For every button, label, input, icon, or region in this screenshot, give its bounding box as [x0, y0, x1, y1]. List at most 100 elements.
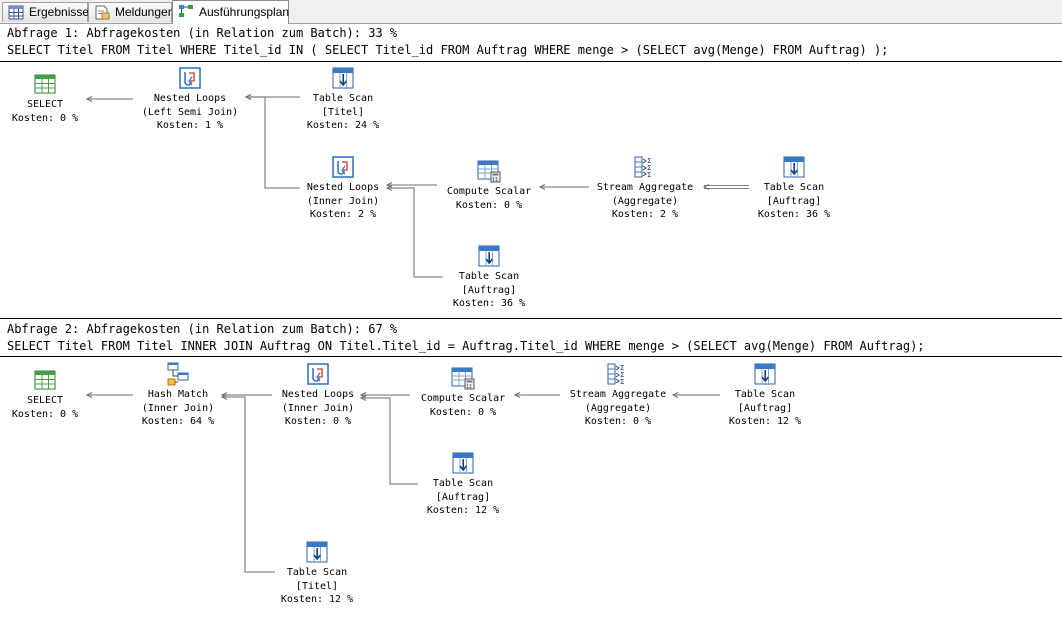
operator-label-line: Table Scan [734, 389, 796, 400]
operator-label-line: (Inner Join) [281, 402, 355, 414]
arrowhead-q2-5 [671, 392, 679, 398]
operator-label-line: Kosten: 36 % [757, 209, 831, 220]
svg-text:Σ: Σ [620, 364, 624, 372]
arrowhead-q1-5 [538, 184, 546, 190]
arrowhead-q1-6 [702, 184, 710, 190]
tab-meldungen[interactable]: Meldungen [88, 2, 175, 22]
select-icon [34, 370, 56, 390]
plan-arrow-q2-6 [361, 397, 418, 485]
operator-label-line: Stream Aggregate [569, 389, 667, 400]
operator-label-line: Stream Aggregate [596, 182, 694, 193]
plan-operator-q1-2[interactable]: Nested Loops(Left Semi Join)Kosten: 1 % [110, 65, 270, 133]
query-1-separator [0, 61, 1062, 62]
plan-operator-q2-3[interactable]: Nested Loops(Inner Join)Kosten: 0 % [238, 361, 398, 429]
operator-label-line: Table Scan [458, 271, 520, 282]
operator-label-line: Kosten: 0 % [584, 416, 652, 427]
svg-text:Σ: Σ [647, 171, 651, 179]
table-scan-icon [754, 363, 776, 385]
query-2-title: Abfrage 2: Abfragekosten (in Relation zu… [7, 322, 398, 336]
compute-scalar-icon [451, 367, 475, 390]
tab-ausfuehrungsplan[interactable]: Ausführungsplan [172, 0, 289, 24]
query-2-top-separator [0, 318, 1062, 319]
operator-label-line: [Auftrag] [461, 284, 517, 296]
operator-label-line: Table Scan [286, 567, 348, 578]
operator-label-line: Kosten: 2 % [611, 209, 679, 220]
operator-label-line: Nested Loops [153, 93, 227, 104]
operator-label-line: Table Scan [763, 182, 825, 193]
operator-label-line: Kosten: 12 % [426, 505, 500, 516]
tab-ergebnisse-label: Ergebnisse [29, 5, 90, 19]
svg-text:Σ: Σ [647, 157, 651, 165]
tab-meldungen-label: Meldungen [115, 5, 175, 19]
operator-label-line: Kosten: 12 % [280, 594, 354, 605]
plan-operator-q2-1[interactable]: SELECT Kosten: 0 % [0, 367, 125, 421]
operator-label-line: Kosten: 24 % [306, 120, 380, 131]
tab-ergebnisse[interactable]: Ergebnisse [2, 2, 90, 22]
plan-operator-q1-8[interactable]: Table Scan [Auftrag] Kosten: 36 % [409, 243, 569, 311]
operator-label-line: Kosten: 12 % [728, 416, 802, 427]
plan-arrow-q1-7 [387, 187, 443, 278]
query-1-title: Abfrage 1: Abfragekosten (in Relation zu… [7, 26, 398, 40]
operator-label-line: Kosten: 0 % [11, 408, 79, 420]
plan-arrow-q2-7 [222, 396, 275, 573]
operator-label-line: (Left Semi Join) [141, 106, 239, 118]
plan-operator-q1-7[interactable]: Table Scan [Auftrag] Kosten: 36 % [714, 154, 874, 222]
select-icon [34, 74, 56, 94]
plan-operator-q1-3[interactable]: Table Scan [Titel] Kosten: 24 % [263, 65, 423, 133]
operator-label-line: Table Scan [432, 478, 494, 489]
messages-icon [95, 5, 110, 20]
arrowhead-q2-4 [513, 392, 521, 398]
operator-label-line: [Auftrag] [766, 195, 822, 207]
operator-label-line: (Aggregate) [584, 402, 652, 414]
stream-aggregate-icon: ΣΣΣ [607, 363, 624, 386]
operator-label-line: Kosten: 2 % [309, 209, 377, 220]
plan-operator-q1-1[interactable]: SELECT Kosten: 0 % [0, 71, 125, 125]
table-scan-icon [783, 156, 805, 178]
operator-label-line: Kosten: 36 % [452, 298, 526, 309]
hash-match-icon [167, 362, 189, 386]
operator-label-line: Hash Match [147, 389, 209, 400]
query-1-sql: SELECT Titel FROM Titel WHERE Titel_id I… [7, 43, 889, 57]
operator-label-line: [Titel] [321, 106, 365, 118]
arrowhead-q1-7 [385, 185, 393, 191]
arrowhead-q2-7 [220, 394, 228, 400]
svg-text:Σ: Σ [620, 378, 624, 386]
plan-operator-q2-6[interactable]: Table Scan [Auftrag] Kosten: 12 % [685, 361, 845, 429]
nested-loops-icon [307, 363, 329, 385]
nested-loops-icon [179, 67, 201, 89]
query-2-separator [0, 356, 1062, 357]
plan-operator-q2-8[interactable]: Table Scan[Titel]Kosten: 12 % [237, 539, 397, 607]
operator-label-line: Nested Loops [306, 182, 380, 193]
table-scan-icon [332, 67, 354, 89]
query-2-sql: SELECT Titel FROM Titel INNER JOIN Auftr… [7, 339, 925, 353]
arrowhead-q1-3 [244, 94, 252, 100]
operator-label-line: SELECT [26, 99, 64, 110]
operator-label-line: [Auftrag] [737, 402, 793, 414]
arrowhead-q1-1 [85, 96, 93, 102]
table-scan-icon [478, 245, 500, 267]
operator-label-line: Kosten: 0 % [11, 112, 79, 124]
plan-operator-q2-7[interactable]: Table Scan[Auftrag]Kosten: 12 % [383, 450, 543, 518]
tab-bar: Ergebnisse Meldungen Ausführungsplan [0, 0, 1062, 24]
operator-label-line: (Aggregate) [611, 195, 679, 207]
operator-label-line: (Inner Join) [306, 195, 380, 207]
arrowhead-q2-6 [359, 395, 367, 401]
execution-plan-icon [179, 5, 193, 17]
operator-label-line: Compute Scalar [446, 186, 532, 197]
operator-label-line: Table Scan [312, 93, 374, 104]
compute-scalar-icon [477, 160, 501, 183]
operator-label-line: SELECT [26, 395, 64, 406]
operator-label-line: Kosten: 64 % [141, 416, 215, 427]
svg-text:Σ: Σ [647, 164, 651, 172]
table-scan-icon [452, 452, 474, 474]
results-grid-icon [8, 5, 24, 20]
plan-operator-q1-4[interactable]: Nested Loops (Inner Join) Kosten: 2 % [263, 154, 423, 222]
operator-label-line: Kosten: 0 % [429, 406, 497, 418]
operator-label-line: Nested Loops [281, 389, 355, 400]
plan-operator-q2-2[interactable]: Hash Match(Inner Join)Kosten: 64 % [98, 361, 258, 429]
